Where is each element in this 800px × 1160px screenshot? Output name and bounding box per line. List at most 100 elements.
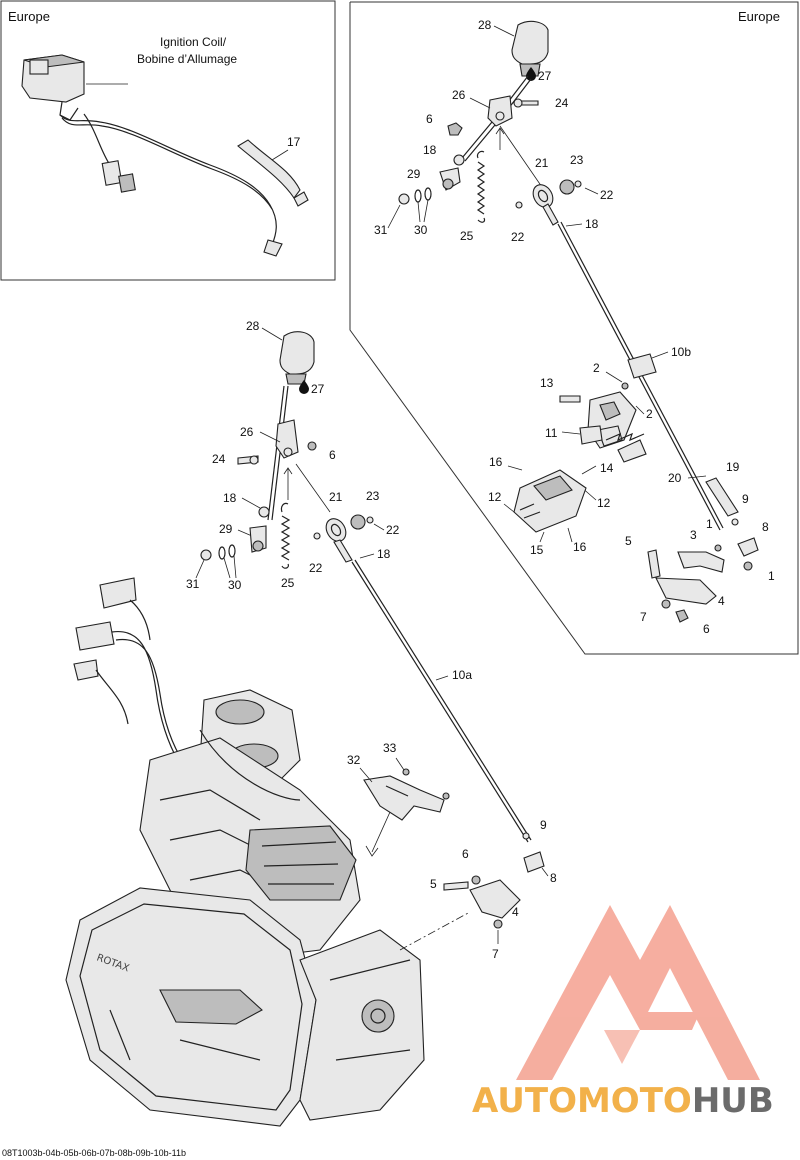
callout-b18: 18: [223, 491, 237, 505]
callout-a1b: 1: [768, 569, 775, 583]
bolt-5: [647, 549, 661, 579]
rod-end-21: [532, 184, 559, 226]
bolt-13: [559, 395, 581, 403]
callout-a8: 8: [762, 520, 769, 534]
bracket-32: [363, 775, 445, 821]
callout-b32: 32: [347, 753, 361, 767]
nut-6: [447, 122, 463, 136]
callout-a21: 21: [535, 156, 549, 170]
ball-joint-29-main: [249, 525, 267, 553]
cable-10b: [557, 221, 724, 531]
callout-a6: 6: [426, 112, 433, 126]
callout-b18b: 18: [377, 547, 391, 561]
bracket-4-main: [469, 879, 521, 919]
callout-b8: 8: [550, 871, 557, 885]
callout-a26: 26: [452, 88, 466, 102]
drop-icon: [526, 67, 536, 81]
rod-end-21-main: [325, 518, 353, 563]
callout-a31: 31: [374, 223, 388, 237]
alignment-line: [399, 911, 471, 951]
callout-a3: 3: [690, 528, 697, 542]
callout-b30: 30: [228, 578, 242, 592]
callout-a23: 23: [570, 153, 584, 167]
spring-25: [476, 150, 486, 223]
callout-a15: 15: [530, 543, 544, 557]
callout-b22a: 22: [386, 523, 400, 537]
callout-b24: 24: [212, 452, 226, 466]
callout-a1a: 1: [706, 517, 713, 531]
washer-23: [559, 179, 575, 195]
footer-code: 08T1003b-04b-05b-06b-07b-08b-09b-10b-11b: [2, 1148, 186, 1158]
shifter-frame: [349, 1, 799, 655]
shift-lever-main: [267, 385, 299, 521]
bracket-4: [655, 577, 717, 605]
callout-a24: 24: [555, 96, 569, 110]
callout-a2a: 2: [593, 361, 600, 375]
callout-a16a: 16: [489, 455, 503, 469]
nut-6-main: [307, 441, 317, 451]
joint-8-main: [523, 851, 545, 873]
watermark-text: AUTOMOTOHUB: [472, 1081, 774, 1121]
callout-a2b: 2: [646, 407, 653, 421]
coil-label-line1: Ignition Coil/: [160, 35, 227, 49]
ball-joint-29: [439, 167, 461, 191]
callout-a25: 25: [460, 229, 474, 243]
callout-a5: 5: [625, 534, 632, 548]
callout-a11: 11: [545, 426, 558, 440]
callout-b23: 23: [366, 489, 380, 503]
washers-30-main: [200, 544, 236, 561]
callout-a4: 4: [718, 594, 725, 608]
callout-a10b: 10b: [671, 345, 691, 359]
callout-a29: 29: [407, 167, 421, 181]
callout-a7: 7: [640, 610, 647, 624]
callout-a28: 28: [478, 18, 492, 32]
callout-a13: 13: [540, 376, 554, 390]
callout-a22b: 22: [511, 230, 525, 244]
callout-a30: 30: [414, 223, 428, 237]
lever-3: [677, 551, 725, 573]
callout-b28: 28: [246, 319, 260, 333]
callout-b6: 6: [329, 448, 336, 462]
ignition-coil: [21, 54, 283, 257]
callout-b9: 9: [540, 818, 547, 832]
callout-a9: 9: [742, 492, 749, 506]
region-label-right: Europe: [738, 9, 780, 24]
callout-a19: 19: [726, 460, 740, 474]
callout-b27: 27: [311, 382, 325, 396]
washers-30: [398, 187, 432, 205]
engine: [65, 577, 425, 1127]
coil-frame: [0, 0, 336, 281]
housing-15: [513, 469, 587, 533]
callout-a27: 27: [538, 69, 552, 83]
callout-a12a: 12: [488, 490, 502, 504]
spring-14: [605, 432, 647, 463]
bolt-24: [513, 98, 539, 108]
callout-b33: 33: [383, 741, 397, 755]
shift-knob-main: [279, 331, 315, 385]
callout-b4: 4: [512, 905, 519, 919]
callout-a12b: 12: [597, 496, 611, 510]
callout-a16b: 16: [573, 540, 587, 554]
rod-19: [705, 477, 739, 517]
callout-a18: 18: [423, 143, 437, 157]
pin-11: [579, 425, 603, 445]
automotohub-logo: [516, 905, 760, 1080]
region-label-left: Europe: [8, 9, 50, 24]
callout-a6b: 6: [703, 622, 710, 636]
callout-b22b: 22: [309, 561, 323, 575]
callout-a18b: 18: [585, 217, 599, 231]
callout-b10a: 10a: [452, 668, 472, 682]
washer-23-main: [350, 514, 366, 530]
spring-25-main: [280, 502, 291, 569]
callout-a22a: 22: [600, 188, 614, 202]
callout-a20: 20: [668, 471, 682, 485]
callout-b29: 29: [219, 522, 233, 536]
spark-plug-boot: [237, 139, 309, 207]
callout-b6b: 6: [462, 847, 469, 861]
callout-b25: 25: [281, 576, 295, 590]
joint-8: [737, 537, 759, 557]
callout-b31: 31: [186, 577, 200, 591]
drop-icon-main: [299, 380, 309, 394]
shift-knob-upper: [511, 20, 549, 77]
